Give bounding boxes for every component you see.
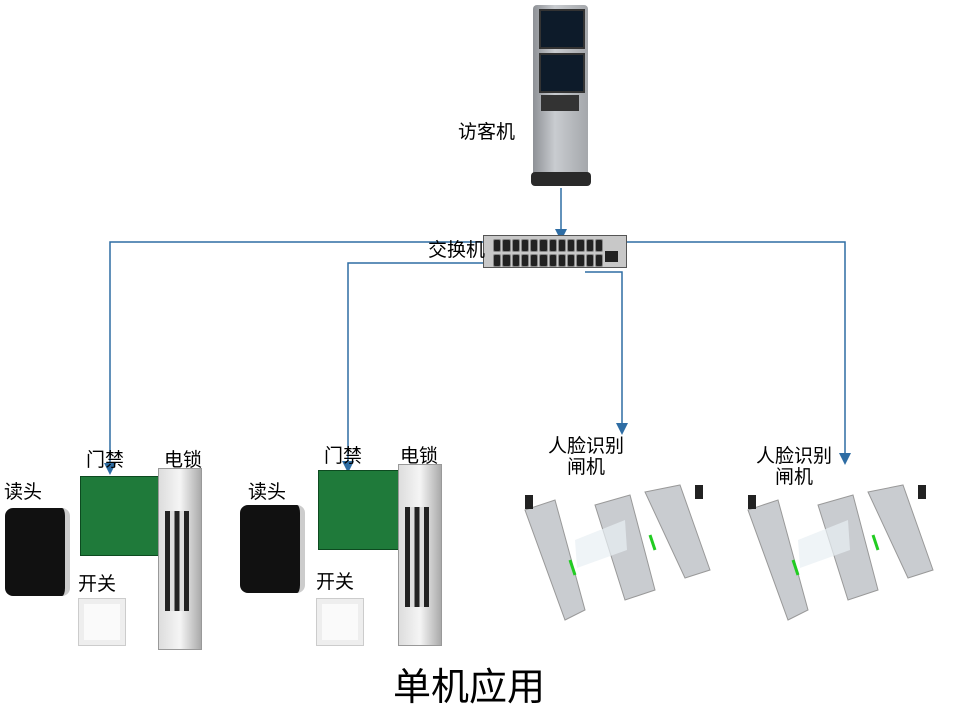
exit-button (78, 598, 126, 646)
lock-label: 电锁 (400, 445, 439, 467)
kiosk-label: 访客机 (458, 121, 516, 143)
electric-lock (158, 468, 202, 650)
wire-switch-controller2 (342, 262, 484, 473)
gate-label: 人脸识别 闸机 (756, 446, 832, 488)
gate-label-line2: 闸机 (567, 455, 606, 478)
reader-label: 读头 (4, 481, 43, 503)
wire-switch-gate2 (627, 241, 851, 465)
card-reader (5, 508, 70, 596)
lock-label: 电锁 (164, 449, 203, 471)
controller-label: 门禁 (86, 449, 125, 471)
gate-label-line2: 闸机 (775, 465, 814, 488)
exit-button-label: 开关 (78, 573, 117, 595)
wire-switch-gate1 (585, 271, 628, 435)
electric-lock (398, 464, 442, 646)
reader-label: 读头 (248, 481, 287, 503)
gate-label: 人脸识别 闸机 (548, 436, 624, 478)
controller-label: 门禁 (324, 445, 363, 467)
gate-label-line1: 人脸识别 (756, 445, 833, 467)
network-switch (483, 235, 627, 268)
diagram-title: 单机应用 (393, 665, 546, 709)
exit-button (316, 598, 364, 646)
face-recognition-gate (747, 484, 934, 621)
access-controller-board (318, 470, 400, 550)
access-controller-board (80, 476, 162, 556)
face-recognition-gate (524, 484, 711, 621)
switch-label: 交换机 (428, 239, 486, 261)
gate-label-line1: 人脸识别 (548, 435, 625, 457)
wire-switch-controller1 (104, 241, 483, 475)
card-reader (240, 505, 305, 593)
exit-button-label: 开关 (316, 571, 355, 593)
